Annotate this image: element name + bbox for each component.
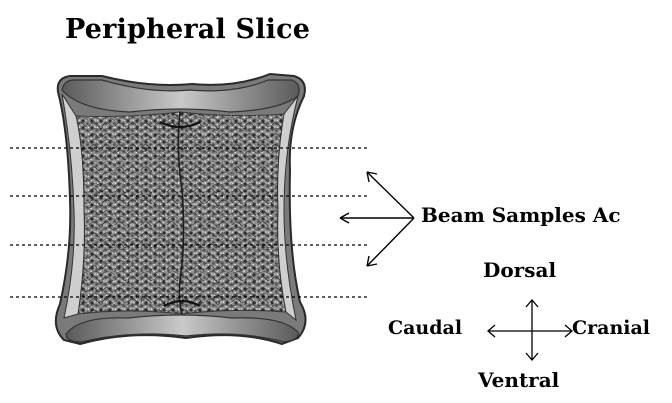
beam-arrow-upper bbox=[367, 172, 414, 218]
vertebra-trabecular-detail bbox=[76, 112, 286, 314]
beam-pointer-arrows bbox=[340, 172, 414, 266]
beam-arrow-lower bbox=[367, 218, 414, 266]
beam-samples-label: Beam Samples Ac bbox=[421, 203, 621, 227]
vertebra-slice-image bbox=[56, 74, 306, 344]
orientation-caudal-label: Caudal bbox=[388, 317, 462, 339]
orientation-ventral-label: Ventral bbox=[478, 368, 559, 392]
orientation-dorsal-label: Dorsal bbox=[483, 258, 556, 282]
orientation-cranial-label: Cranial bbox=[572, 317, 650, 339]
page-title: Peripheral Slice bbox=[65, 14, 310, 45]
orientation-cross bbox=[488, 300, 572, 360]
